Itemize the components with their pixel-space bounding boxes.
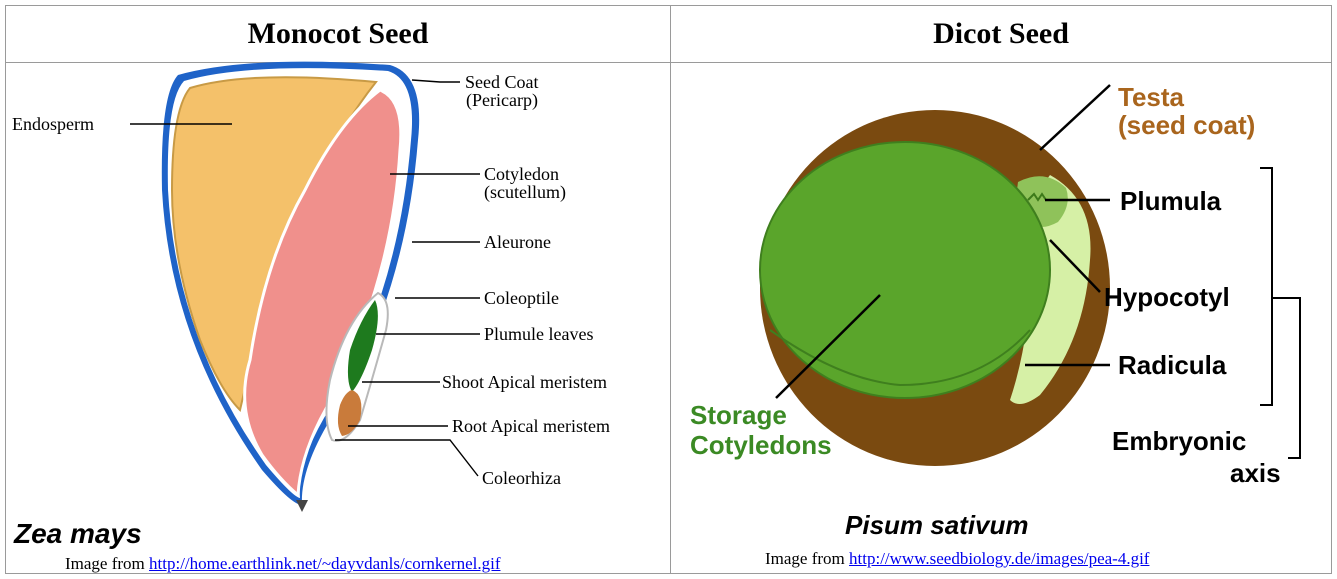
- cotyledon-region: [760, 142, 1050, 398]
- label-axis: axis: [1230, 458, 1281, 488]
- dicot-species: Pisum sativum: [845, 510, 1029, 541]
- dicot-credit: Image from http://www.seedbiology.de/ima…: [765, 549, 1149, 569]
- dicot-credit-prefix: Image from: [765, 549, 849, 568]
- label-testa-seed-coat: (seed coat): [1118, 110, 1255, 140]
- label-plumula: Plumula: [1120, 186, 1222, 216]
- monocot-credit-prefix: Image from: [65, 554, 149, 573]
- monocot-credit: Image from http://home.earthlink.net/~da…: [65, 554, 501, 574]
- label-radicula: Radicula: [1118, 350, 1227, 380]
- label-hypocotyl: Hypocotyl: [1104, 282, 1230, 312]
- label-cotyledons: Cotyledons: [690, 430, 832, 460]
- dicot-credit-link[interactable]: http://www.seedbiology.de/images/pea-4.g…: [849, 549, 1149, 568]
- label-storage: Storage: [690, 400, 787, 430]
- label-embryonic: Embryonic: [1112, 426, 1246, 456]
- monocot-credit-link[interactable]: http://home.earthlink.net/~dayvdanls/cor…: [149, 554, 500, 573]
- label-testa: Testa: [1118, 82, 1185, 112]
- monocot-species: Zea mays: [14, 518, 142, 550]
